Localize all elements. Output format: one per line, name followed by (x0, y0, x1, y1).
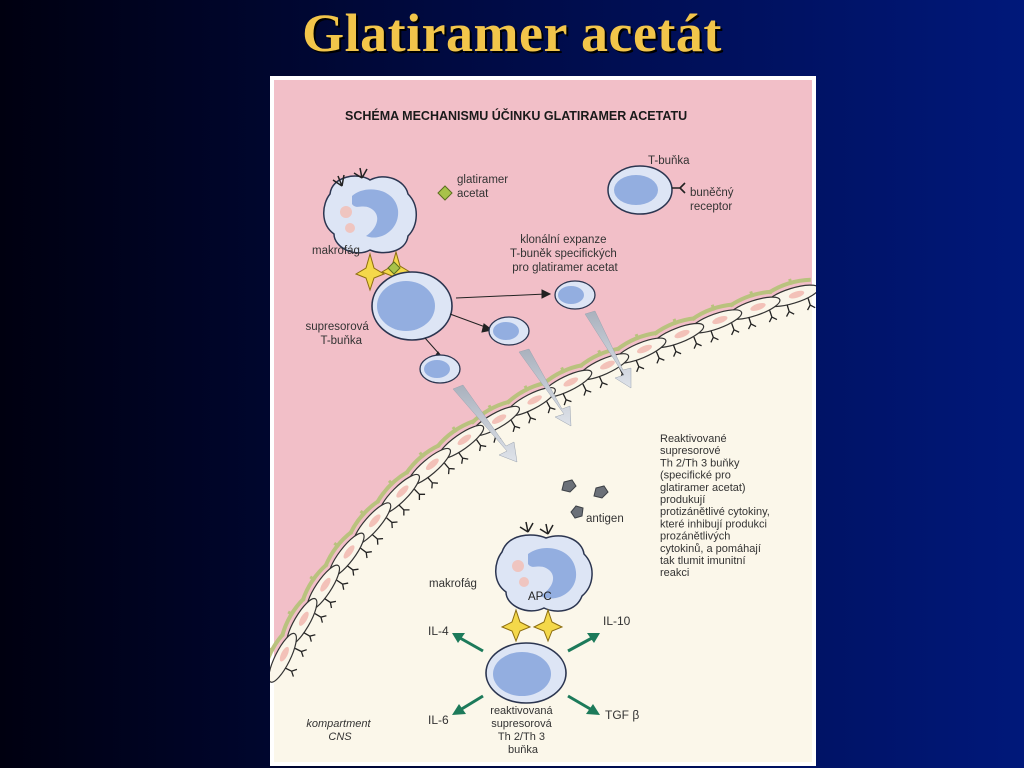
macrophage-top-label: makrofág (312, 245, 360, 257)
macrophage-top (323, 167, 417, 254)
reactivated-cell-label: reaktivovaná supresorová Th 2/Th 3 buňka (490, 705, 555, 756)
t-cell-top (607, 165, 686, 215)
antigen-label: antigen (586, 513, 624, 525)
cytokine-arrows (452, 633, 600, 715)
tgf-label: TGF β (605, 708, 639, 722)
endothelial-barrier (270, 277, 816, 683)
suppressor-label: supresorová T-buňka (306, 321, 373, 347)
clonal-expansion-label: klonální expanze T-buněk specifických pr… (510, 234, 620, 274)
il4-label: IL-4 (428, 624, 449, 638)
glatiramer-molecule (437, 185, 453, 201)
clonal-cell (554, 280, 596, 310)
compartment-label: kompartment CNS (306, 718, 373, 743)
antigen-molecules (561, 479, 609, 519)
clonal-cell (488, 316, 530, 346)
suppressor-t-cell (371, 271, 453, 341)
il6-label: IL-6 (428, 713, 449, 727)
migration-arrows (452, 310, 632, 463)
endothelial-cell (270, 632, 307, 683)
macrophage-bottom-label: makrofág (429, 578, 477, 590)
cns-compartment (274, 290, 812, 762)
cell-receptor-label: buněčný receptor (690, 187, 737, 213)
t-cell-label: T-buňka (648, 155, 690, 167)
migration-arrow (518, 348, 572, 427)
diagram-heading: SCHÉMA MECHANISMU ÚČINKU GLATIRAMER ACET… (345, 108, 687, 123)
slide-title: Glatiramer acetát (302, 3, 722, 63)
migration-arrow (452, 384, 518, 463)
glatiramer-label: glatiramer acetat (457, 174, 511, 200)
mechanism-diagram: SCHÉMA MECHANISMU ÚČINKU GLATIRAMER ACET… (270, 76, 816, 766)
reactivated-suppressor-cell (485, 642, 567, 704)
receptor-complex-bottom (500, 608, 564, 643)
clonal-cell (419, 354, 461, 384)
macrophage-bottom (495, 521, 593, 612)
il10-label: IL-10 (603, 614, 631, 628)
apc-label: APC (528, 591, 552, 603)
migration-arrow (584, 310, 632, 389)
